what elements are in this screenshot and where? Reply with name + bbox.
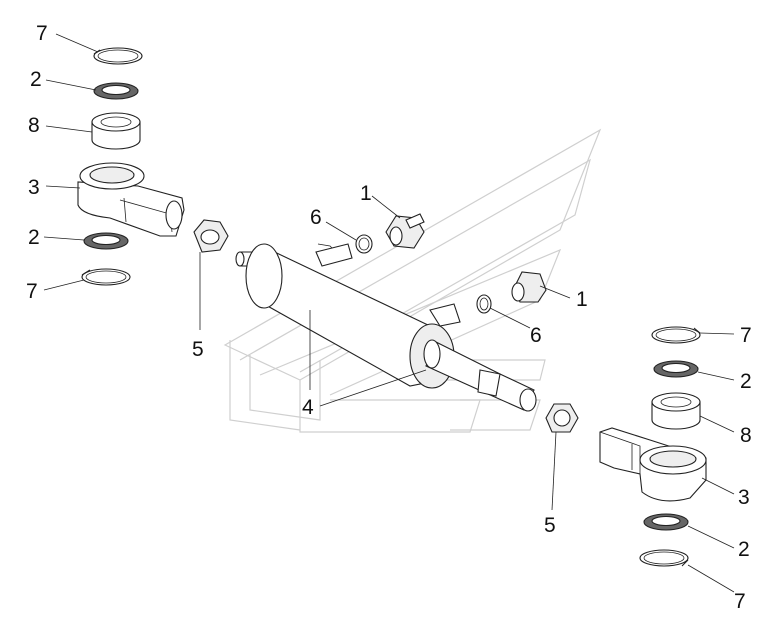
bushing-right: [651, 392, 701, 430]
leader-lines: [43, 33, 735, 593]
snap-ring-top-right: [651, 326, 701, 344]
callout-4: 4: [302, 396, 314, 419]
callout-2-bottom-left: 2: [28, 226, 40, 249]
callout-3-right: 3: [738, 486, 750, 509]
callout-1-lower: 1: [576, 288, 588, 311]
callout-6-upper: 6: [310, 206, 322, 229]
callout-8-left: 8: [28, 114, 40, 137]
callout-5-right: 5: [544, 514, 556, 537]
callout-7-bottom-right: 7: [734, 590, 746, 613]
callout-8-right: 8: [740, 424, 752, 447]
callout-2-top-left: 2: [30, 68, 42, 91]
callout-2-bottom-right: 2: [738, 538, 750, 561]
hose-fitting-lower: [511, 271, 547, 303]
hose-fitting-upper: [385, 213, 425, 249]
washer-top-left: [93, 82, 139, 100]
callout-7-bottom-left: 7: [26, 280, 38, 303]
callout-6-lower: 6: [530, 324, 542, 347]
rod-end-eye-right: [599, 427, 707, 502]
nut-right: [545, 403, 579, 433]
o-ring-lower: [476, 294, 492, 314]
nut-left: [193, 219, 229, 253]
snap-ring-top-left: [93, 47, 143, 65]
callout-5-left: 5: [192, 338, 204, 361]
callout-7-top-right: 7: [740, 324, 752, 347]
washer-top-right: [653, 360, 699, 378]
o-ring-upper: [355, 234, 373, 254]
washer-bottom-right: [643, 513, 689, 531]
bushing-left: [91, 112, 141, 150]
callout-7-top-left: 7: [36, 22, 48, 45]
watermark-logo: [223, 128, 602, 433]
callout-2-top-right: 2: [740, 370, 752, 393]
callout-3-left: 3: [28, 176, 40, 199]
callout-1-upper: 1: [360, 182, 372, 205]
piston-rod: [423, 339, 537, 412]
snap-ring-bottom-left: [81, 268, 131, 286]
rod-end-eye-left: [77, 162, 185, 237]
snap-ring-bottom-right: [639, 549, 689, 567]
callout-labels: 7 2 8 3 2 7 5 6 1 4 1 6 7 2 8 3 5 2 7: [26, 22, 752, 613]
washer-bottom-left: [83, 232, 129, 250]
